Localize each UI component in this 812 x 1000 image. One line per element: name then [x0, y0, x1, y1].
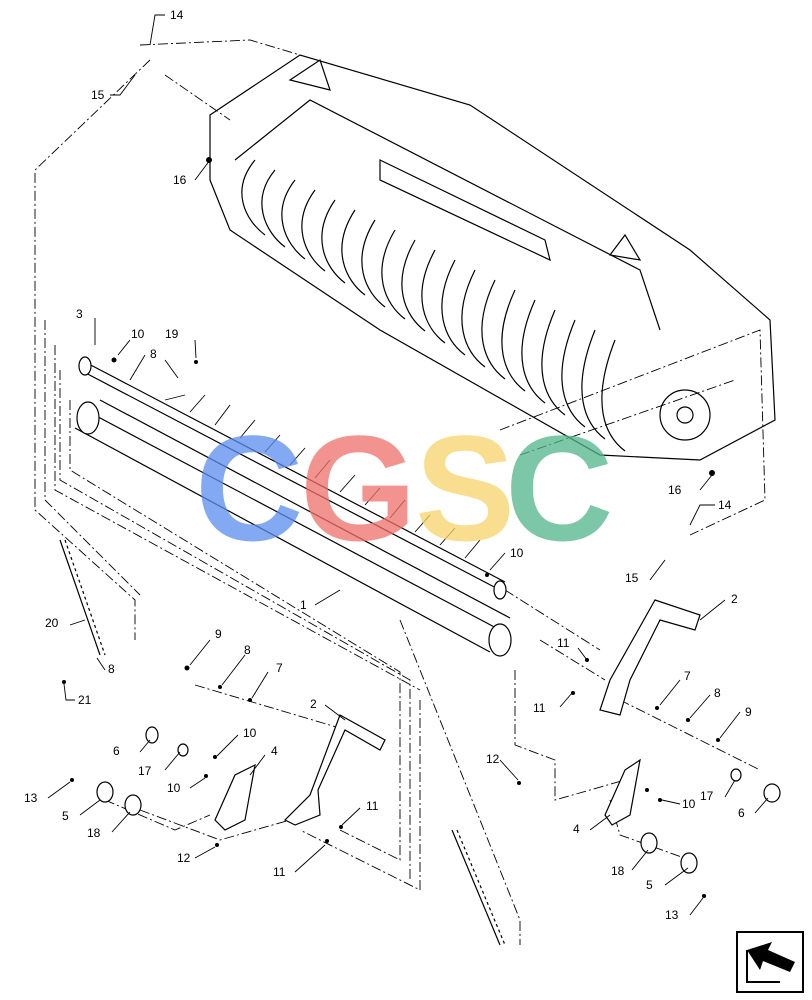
callout-16-right: 16 [668, 483, 682, 497]
callout-15-right: 15 [625, 571, 639, 585]
callout-6-right: 6 [738, 806, 745, 820]
chain-bottom [451, 829, 506, 946]
callout-13-right: 13 [665, 908, 679, 922]
drive-sprocket [659, 389, 711, 441]
callout-7-a: 7 [276, 661, 283, 675]
callout-5-left: 5 [62, 809, 69, 823]
callout-18-left: 18 [87, 826, 101, 840]
watermark-letter-4: C [505, 404, 613, 572]
callout-labels: 14 15 16 3 10 19 8 16 14 15 10 20 1 2 8 … [24, 8, 752, 922]
watermark-letter-1: C [195, 404, 303, 572]
callout-18-right: 18 [611, 864, 625, 878]
callout-2-right: 2 [731, 592, 738, 606]
callout-7-b: 7 [684, 669, 691, 683]
callout-10-d: 10 [167, 781, 181, 795]
hardware [62, 157, 720, 898]
callout-14-top: 14 [170, 8, 184, 22]
callout-9-a: 9 [215, 627, 222, 641]
left-arm [96, 714, 386, 831]
callout-8-b: 8 [108, 662, 115, 676]
tube [74, 399, 512, 657]
callout-10-c: 10 [243, 726, 257, 740]
watermark-letter-2: G [300, 404, 417, 572]
callout-15-top: 15 [91, 88, 105, 102]
callout-20: 20 [45, 616, 59, 630]
callout-19: 19 [165, 327, 179, 341]
callout-13-left: 13 [24, 791, 38, 805]
callout-5-right: 5 [646, 878, 653, 892]
callout-14-right: 14 [718, 498, 732, 512]
callout-3: 3 [76, 307, 83, 321]
callout-6-left: 6 [113, 744, 120, 758]
callout-8-d: 8 [714, 686, 721, 700]
rotor-assembly [209, 54, 776, 461]
callout-8-c: 8 [244, 643, 251, 657]
callout-12-right: 12 [486, 752, 500, 766]
callout-16-top: 16 [173, 173, 187, 187]
callout-10-e: 10 [682, 797, 696, 811]
callout-10-b: 10 [510, 546, 524, 560]
callout-2-left: 2 [310, 697, 317, 711]
cgsc-watermark: C G S C [195, 404, 613, 572]
callout-9-b: 9 [745, 705, 752, 719]
callout-10-a: 10 [131, 327, 145, 341]
callout-12-left: 12 [177, 851, 191, 865]
callout-4-right: 4 [573, 822, 580, 836]
callout-11-b: 11 [533, 701, 546, 715]
callout-8-a: 8 [150, 347, 157, 361]
watermark-letter-3: S [415, 404, 515, 572]
callout-21: 21 [78, 693, 92, 707]
rotor-tines [241, 159, 626, 452]
callout-4-left: 4 [271, 744, 278, 758]
callout-17-left: 17 [138, 764, 152, 778]
next-page-arrow-icon[interactable] [736, 931, 804, 993]
callout-11-d: 11 [273, 865, 286, 879]
callout-17-right: 17 [700, 789, 714, 803]
right-arm [599, 599, 781, 874]
tine-shaft [78, 354, 507, 600]
callout-11-c: 11 [366, 799, 379, 813]
chain-left [59, 539, 106, 656]
callout-1: 1 [300, 598, 307, 612]
leader-lines [47, 14, 769, 916]
callout-11-a: 11 [557, 636, 570, 650]
